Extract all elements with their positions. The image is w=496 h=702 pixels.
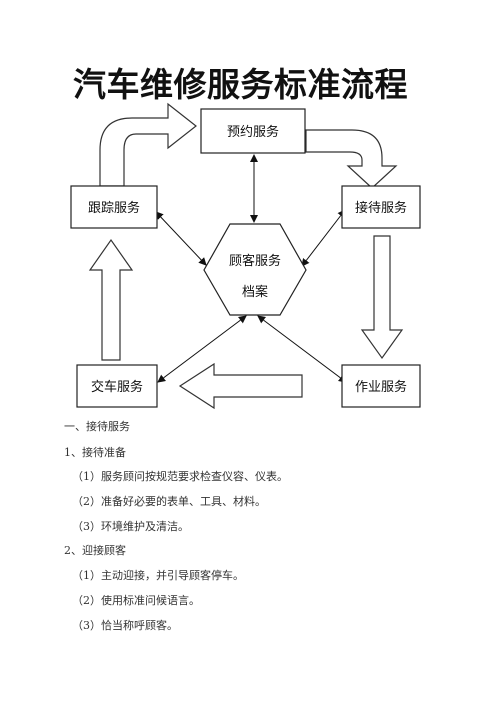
node-archive-label-line2: 档案: [242, 285, 268, 300]
node-work-label: 作业服务: [355, 379, 407, 395]
flow-arrow-reservation-to-reception: [305, 129, 398, 189]
list-item: （2）使用标准问候语言。: [72, 594, 200, 607]
node-followup-label: 跟踪服务: [88, 200, 140, 216]
node-delivery: 交车服务: [76, 364, 158, 408]
service-flow-diagram: 预约服务 跟踪服务 接待服务 交车服务 作业服务 顾客服务 档案: [70, 102, 421, 410]
list-item: （2）准备好必要的表单、工具、材料。: [72, 495, 266, 508]
list-item: （1）主动迎接，并引导顾客停车。: [72, 569, 244, 582]
list-item: （3）恰当称呼顾客。: [72, 619, 178, 632]
list-item: （3）环境维护及清洁。: [72, 520, 189, 533]
section-heading: 一、接待服务: [64, 420, 130, 433]
connector-delivery-archive: [157, 315, 247, 383]
node-delivery-label: 交车服务: [91, 379, 143, 395]
connector-followup-archive: [155, 211, 207, 266]
node-followup: 跟踪服务: [70, 185, 158, 229]
flow-arrow-followup-to-reservation: [99, 102, 197, 187]
node-reception-label: 接待服务: [355, 200, 407, 216]
node-reservation: 预约服务: [200, 108, 306, 154]
subsection-heading: 1、接待准备: [64, 446, 126, 459]
node-archive-label-line1: 顾客服务: [229, 253, 281, 269]
node-reservation-label: 预约服务: [227, 124, 279, 140]
page-title: 汽车维修服务标准流程: [73, 65, 408, 104]
connector-reception-archive: [301, 209, 346, 267]
node-archive: 顾客服务 档案: [203, 223, 307, 316]
flow-arrow-reception-to-work: [360, 235, 404, 360]
list-item: （1）服务顾问按规范要求检查仪容、仪表。: [72, 470, 288, 483]
subsection-heading: 2、迎接顾客: [64, 544, 126, 557]
flow-arrow-work-to-delivery: [178, 362, 303, 410]
flow-arrow-delivery-to-followup: [88, 238, 134, 361]
node-reception: 接待服务: [341, 185, 421, 229]
connector-work-archive: [257, 315, 347, 383]
node-work: 作业服务: [341, 364, 421, 408]
